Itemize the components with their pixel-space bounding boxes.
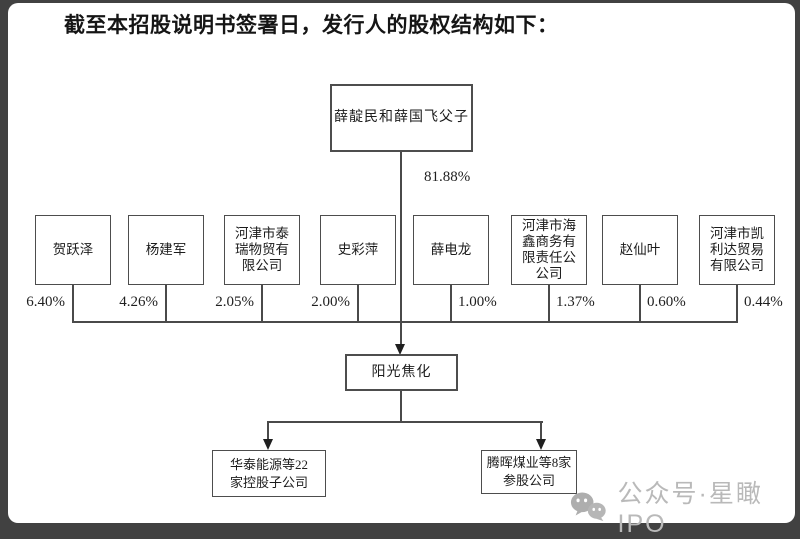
connector-issuer-down xyxy=(400,391,402,422)
node-shareholder-label: 河津市凯 利达贸易 有限公司 xyxy=(710,226,764,273)
node-shareholder-label: 河津市海 鑫商务有 限责任公 公司 xyxy=(522,218,576,281)
ownership-label: 6.40% xyxy=(26,294,65,310)
node-shareholder: 河津市泰 瑞物贸有 限公司 xyxy=(224,215,300,285)
node-shareholder: 杨建军 xyxy=(128,215,204,285)
ownership-label: 2.00% xyxy=(311,294,350,310)
ownership-label: 2.05% xyxy=(215,294,254,310)
ownership-label: 0.60% xyxy=(647,294,686,310)
node-shareholder: 赵仙叶 xyxy=(602,215,678,285)
ownership-label: 0.44% xyxy=(744,294,783,310)
ownership-label: 4.26% xyxy=(119,294,158,310)
ownership-label: 1.00% xyxy=(458,294,497,310)
connector-shareholder xyxy=(357,285,359,322)
wechat-icon xyxy=(570,491,606,521)
node-subsidiaries-controlled-label: 华泰能源等22 家控股子公司 xyxy=(229,456,308,490)
arrowhead-right-icon xyxy=(536,439,546,450)
node-shareholder: 薛电龙 xyxy=(413,215,489,285)
node-shareholder: 贺跃泽 xyxy=(35,215,111,285)
node-subsidiaries-minority-label: 腾晖煤业等8家 参股公司 xyxy=(486,455,572,488)
node-subsidiaries-controlled: 华泰能源等22 家控股子公司 xyxy=(212,450,326,497)
node-shareholder: 史彩萍 xyxy=(320,215,396,285)
watermark-text: 公众号·星瞰IPO xyxy=(617,480,763,538)
node-shareholder-label: 杨建军 xyxy=(145,242,187,257)
node-subsidiaries-minority: 腾晖煤业等8家 参股公司 xyxy=(481,450,577,494)
node-shareholder-label: 赵仙叶 xyxy=(619,242,661,257)
page-title: 截至本招股说明书签署日，发行人的股权结构如下： xyxy=(64,13,559,37)
node-shareholder: 河津市海 鑫商务有 限责任公 公司 xyxy=(511,215,587,285)
connector-shareholder xyxy=(165,285,167,322)
node-shareholder-label: 河津市泰 瑞物贸有 限公司 xyxy=(235,226,289,273)
node-controller: 薛靛民和薛国飞父子 xyxy=(330,84,473,152)
connector-branch-horizontal xyxy=(268,421,543,423)
connector-shareholder xyxy=(548,285,550,322)
connector-branch-left xyxy=(267,421,269,440)
node-shareholder-label: 史彩萍 xyxy=(337,242,379,257)
node-shareholder-label: 贺跃泽 xyxy=(52,242,94,257)
connector-shareholder xyxy=(736,285,738,322)
node-shareholder-label: 薛电龙 xyxy=(430,242,472,257)
node-issuer: 阳光焦化 xyxy=(345,354,458,391)
arrowhead-left-icon xyxy=(263,439,273,450)
ownership-label: 1.37% xyxy=(556,294,595,310)
watermark: 公众号·星瞰IPO xyxy=(570,474,800,539)
node-shareholder: 河津市凯 利达贸易 有限公司 xyxy=(699,215,775,285)
node-controller-label: 薛靛民和薛国飞父子 xyxy=(334,110,469,125)
connector-main-vertical xyxy=(400,152,402,344)
arrowhead-issuer-icon xyxy=(395,344,405,355)
node-issuer-label: 阳光焦化 xyxy=(371,364,432,380)
ownership-label-controller: 81.88% xyxy=(424,169,471,185)
connector-shareholder xyxy=(450,285,452,322)
connector-shareholder xyxy=(639,285,641,322)
connector-shareholder xyxy=(72,285,74,322)
connector-bus-horizontal xyxy=(72,321,738,323)
connector-shareholder xyxy=(261,285,263,322)
connector-branch-right xyxy=(540,421,542,440)
